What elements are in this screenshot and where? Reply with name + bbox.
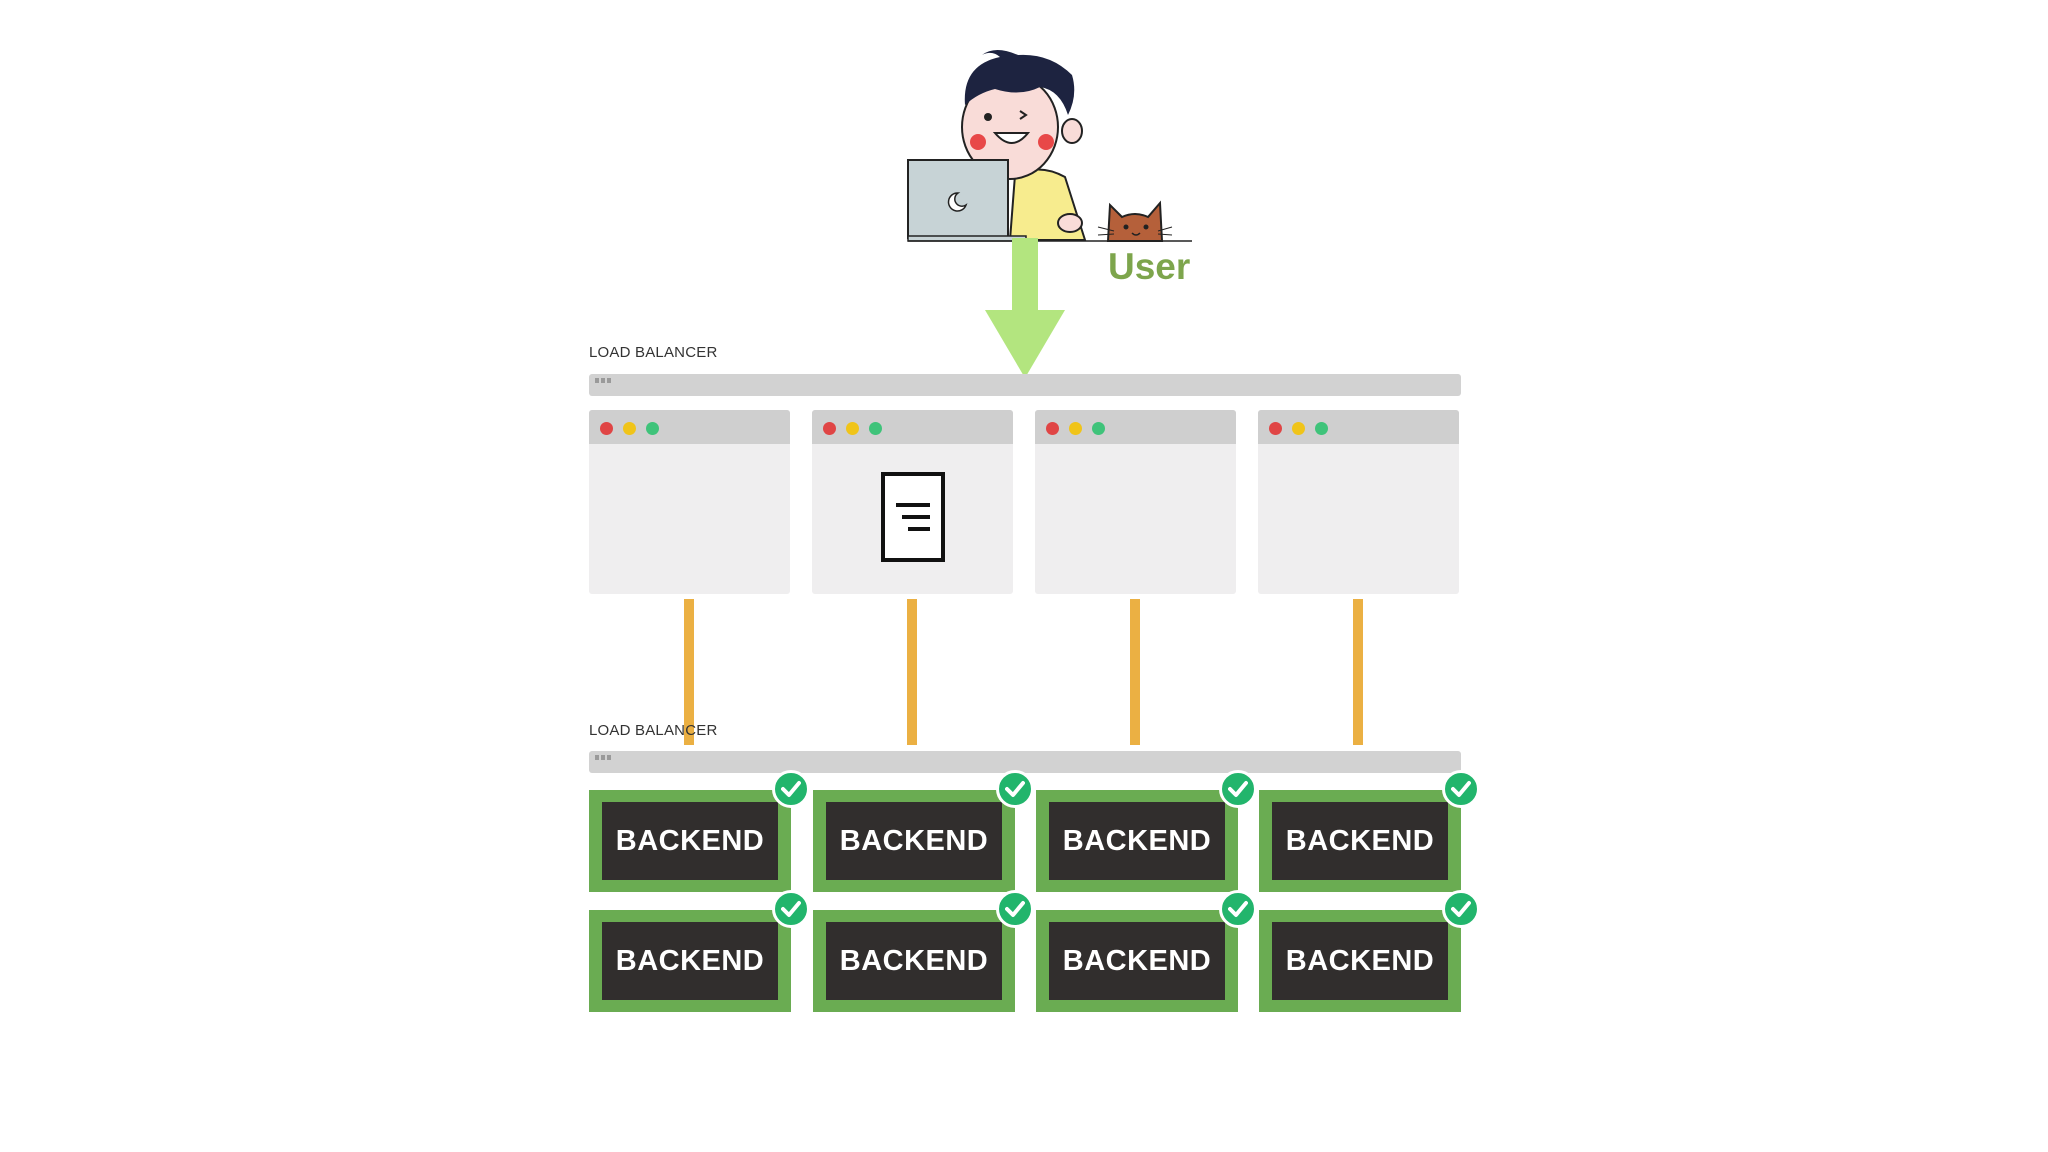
connector-line bbox=[1353, 599, 1363, 745]
load-balancer-label: LOAD BALANCER bbox=[589, 344, 718, 361]
maximize-dot-icon bbox=[869, 422, 882, 435]
healthy-check-icon bbox=[996, 890, 1034, 928]
healthy-check-icon bbox=[996, 770, 1034, 808]
document-icon bbox=[881, 472, 945, 562]
backend-server: BACKEND bbox=[1259, 790, 1461, 892]
maximize-dot-icon bbox=[1315, 422, 1328, 435]
backend-label: BACKEND bbox=[615, 944, 765, 977]
healthy-check-icon bbox=[1442, 890, 1480, 928]
browser-window bbox=[1258, 410, 1459, 594]
backend-label: BACKEND bbox=[1062, 824, 1212, 857]
healthy-check-icon bbox=[1442, 770, 1480, 808]
healthy-check-icon bbox=[1219, 890, 1257, 928]
minimize-dot-icon bbox=[1069, 422, 1082, 435]
user-with-laptop-icon bbox=[907, 50, 1192, 242]
backend-label: BACKEND bbox=[1285, 944, 1435, 977]
backend-server: BACKEND bbox=[589, 790, 791, 892]
connector-line bbox=[907, 599, 917, 745]
down-arrow-icon bbox=[985, 238, 1065, 378]
close-dot-icon bbox=[1046, 422, 1059, 435]
browser-titlebar bbox=[812, 410, 1013, 444]
backend-label: BACKEND bbox=[1062, 944, 1212, 977]
window-dots-icon bbox=[595, 378, 611, 383]
close-dot-icon bbox=[600, 422, 613, 435]
minimize-dot-icon bbox=[1292, 422, 1305, 435]
close-dot-icon bbox=[823, 422, 836, 435]
backend-label: BACKEND bbox=[839, 944, 989, 977]
user-illustration bbox=[900, 45, 1200, 245]
browser-titlebar bbox=[1035, 410, 1236, 444]
connector-line bbox=[684, 599, 694, 745]
healthy-check-icon bbox=[772, 890, 810, 928]
minimize-dot-icon bbox=[623, 422, 636, 435]
maximize-dot-icon bbox=[1092, 422, 1105, 435]
connector-line bbox=[1130, 599, 1140, 745]
browser-titlebar bbox=[1258, 410, 1459, 444]
backend-label: BACKEND bbox=[1285, 824, 1435, 857]
load-balancer-bar bbox=[589, 751, 1461, 773]
load-balancer-label: LOAD BALANCER bbox=[589, 722, 718, 739]
backend-server: BACKEND bbox=[1036, 910, 1238, 1012]
browser-titlebar bbox=[589, 410, 790, 444]
maximize-dot-icon bbox=[646, 422, 659, 435]
backend-server: BACKEND bbox=[813, 910, 1015, 1012]
backend-server: BACKEND bbox=[1036, 790, 1238, 892]
browser-window bbox=[589, 410, 790, 594]
backend-label: BACKEND bbox=[615, 824, 765, 857]
browser-window bbox=[1035, 410, 1236, 594]
backend-server: BACKEND bbox=[813, 790, 1015, 892]
backend-label: BACKEND bbox=[839, 824, 989, 857]
close-dot-icon bbox=[1269, 422, 1282, 435]
load-balancer-bar bbox=[589, 374, 1461, 396]
backend-server: BACKEND bbox=[589, 910, 791, 1012]
browser-window bbox=[812, 410, 1013, 594]
minimize-dot-icon bbox=[846, 422, 859, 435]
user-label: User bbox=[1108, 246, 1191, 287]
healthy-check-icon bbox=[772, 770, 810, 808]
healthy-check-icon bbox=[1219, 770, 1257, 808]
backend-server: BACKEND bbox=[1259, 910, 1461, 1012]
request-arrow bbox=[980, 238, 1090, 378]
window-dots-icon bbox=[595, 755, 611, 760]
